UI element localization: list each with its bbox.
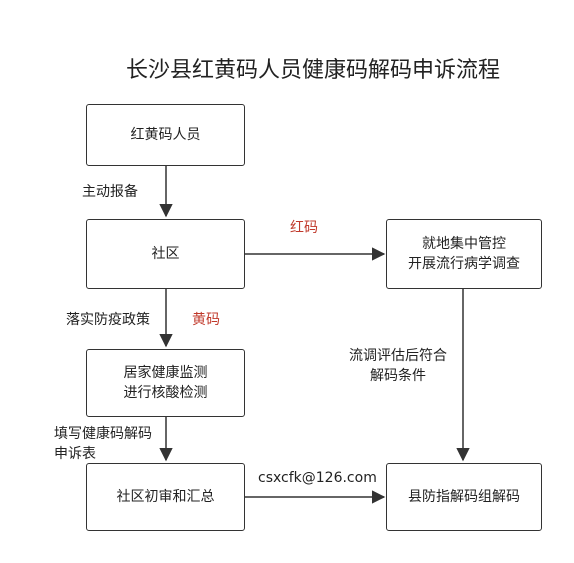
node-label: 红黄码人员	[130, 127, 201, 143]
label-fill-appeal-form: 填写健康码解码 申诉表	[54, 426, 152, 462]
node-community-review: 社区初审和汇总	[86, 463, 245, 531]
node-community: 社区	[86, 219, 245, 289]
node-label: 县防指解码组解码	[408, 489, 520, 505]
node-label: 居家健康监测 进行核酸检测	[123, 365, 208, 401]
label-contact-email: csxcfk@126.com	[258, 470, 377, 486]
label-proactive-report: 主动报备	[82, 184, 138, 200]
node-county-decoding-team: 县防指解码组解码	[386, 463, 542, 531]
node-label: 社区初审和汇总	[116, 489, 215, 505]
node-label: 就地集中管控 开展流行病学调查	[408, 236, 520, 272]
node-home-health-monitoring: 居家健康监测 进行核酸检测	[86, 349, 245, 417]
diagram-title: 长沙县红黄码人员健康码解码申诉流程	[125, 58, 500, 83]
node-epidemiological-investigation: 就地集中管控 开展流行病学调查	[386, 219, 542, 289]
label-red-code: 红码	[290, 220, 318, 236]
label-assessment-eligible: 流调评估后符合 解码条件	[349, 348, 447, 384]
node-label: 社区	[151, 246, 180, 262]
node-red-yellow-code-personnel: 红黄码人员	[86, 104, 245, 166]
label-yellow-code: 黄码	[192, 312, 220, 328]
label-implement-policy: 落实防疫政策	[66, 312, 150, 328]
